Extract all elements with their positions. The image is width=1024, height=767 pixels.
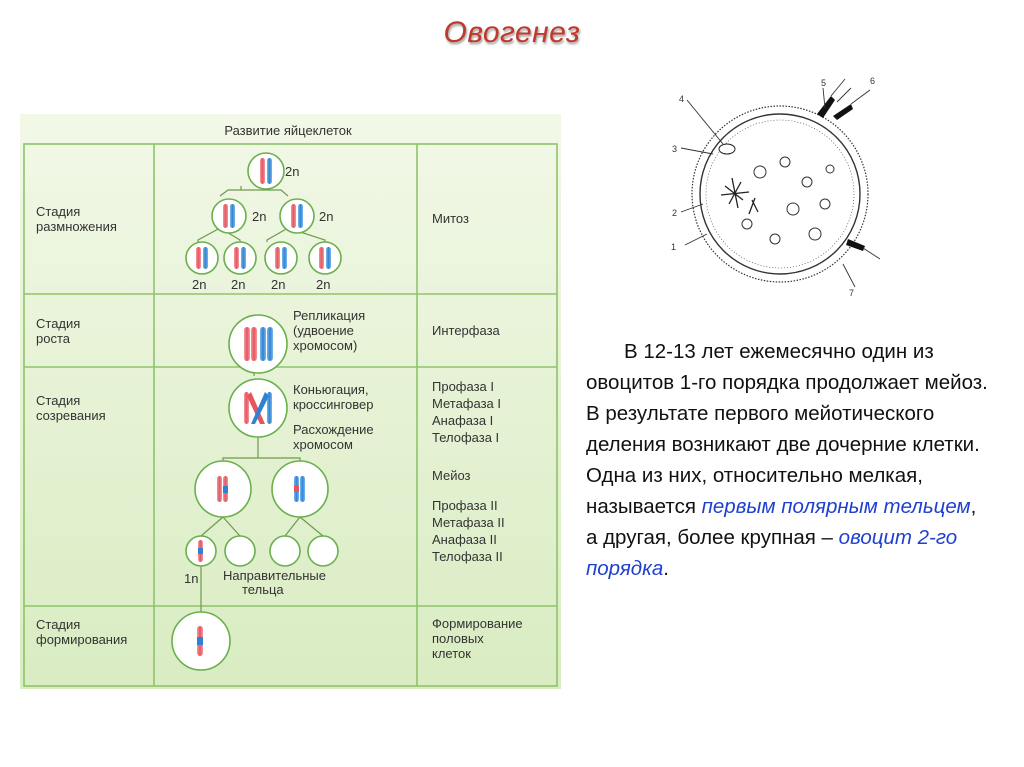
label-2n-bottom-1: 2n bbox=[192, 277, 206, 292]
process-meiosis-phases: Профаза I Метафаза I Анафаза I Телофаза … bbox=[432, 379, 508, 564]
label-1n: 1n bbox=[184, 571, 198, 586]
label-replication: Репликация (удвоение хромосом) bbox=[293, 308, 369, 353]
ovum-illustration: 1 2 3 4 5 6 7 bbox=[671, 76, 881, 298]
label-2n-bottom-2: 2n bbox=[231, 277, 245, 292]
stage-maturation-name: Стадия созревания bbox=[36, 393, 106, 423]
stage-growth-name: Стадия роста bbox=[36, 316, 84, 346]
process-mitosis: Митоз bbox=[432, 211, 469, 226]
description-part-1: В 12-13 лет ежемесячно один из овоцитов … bbox=[586, 340, 988, 518]
label-2n-right: 2n bbox=[319, 209, 333, 224]
table-grid bbox=[23, 143, 558, 687]
label-conjugation: Коньюгация, кроссинговер bbox=[293, 382, 374, 412]
ovum-label-7: 7 bbox=[849, 288, 854, 298]
chromosomes bbox=[196, 158, 331, 656]
label-2n-bottom-3: 2n bbox=[271, 277, 285, 292]
ovum-label-3: 3 bbox=[672, 144, 677, 154]
diagram-header: Развитие яйцеклеток bbox=[224, 123, 352, 138]
label-2n-bottom-4: 2n bbox=[316, 277, 330, 292]
highlight-first-polar-body: первым полярным тельцем bbox=[701, 495, 971, 518]
ovum-label-4: 4 bbox=[679, 94, 684, 104]
ovum-label-6: 6 bbox=[870, 76, 875, 86]
label-polar-bodies: Направительные тельца bbox=[223, 568, 330, 597]
label-2n-mid: 2n bbox=[252, 209, 266, 224]
label-2n-top: 2n bbox=[285, 164, 299, 179]
slide-title: Овогенез bbox=[443, 16, 581, 49]
ovum-label-1: 1 bbox=[671, 242, 676, 252]
label-divergence: Расхождение хромосом bbox=[293, 422, 377, 452]
process-formation: Формирование половых клеток bbox=[432, 616, 526, 661]
oogenesis-diagram: Развитие яйцеклеток Стадия размножения С… bbox=[20, 114, 561, 689]
process-interphase: Интерфаза bbox=[432, 323, 501, 338]
description-part-2: , а другая, более крупная – bbox=[586, 495, 977, 549]
stage-reproduction-name: Стадия размножения bbox=[36, 204, 117, 234]
description-part-3: . bbox=[663, 557, 669, 580]
description-text: В 12-13 лет ежемесячно один из овоцитов … bbox=[586, 336, 991, 584]
highlight-secondary-oocyte: овоцит 2-го порядка bbox=[586, 526, 958, 580]
stage-formation-name: Стадия формирования bbox=[36, 617, 127, 647]
ovum-label-5: 5 bbox=[821, 78, 826, 88]
ovum-label-2: 2 bbox=[672, 208, 677, 218]
